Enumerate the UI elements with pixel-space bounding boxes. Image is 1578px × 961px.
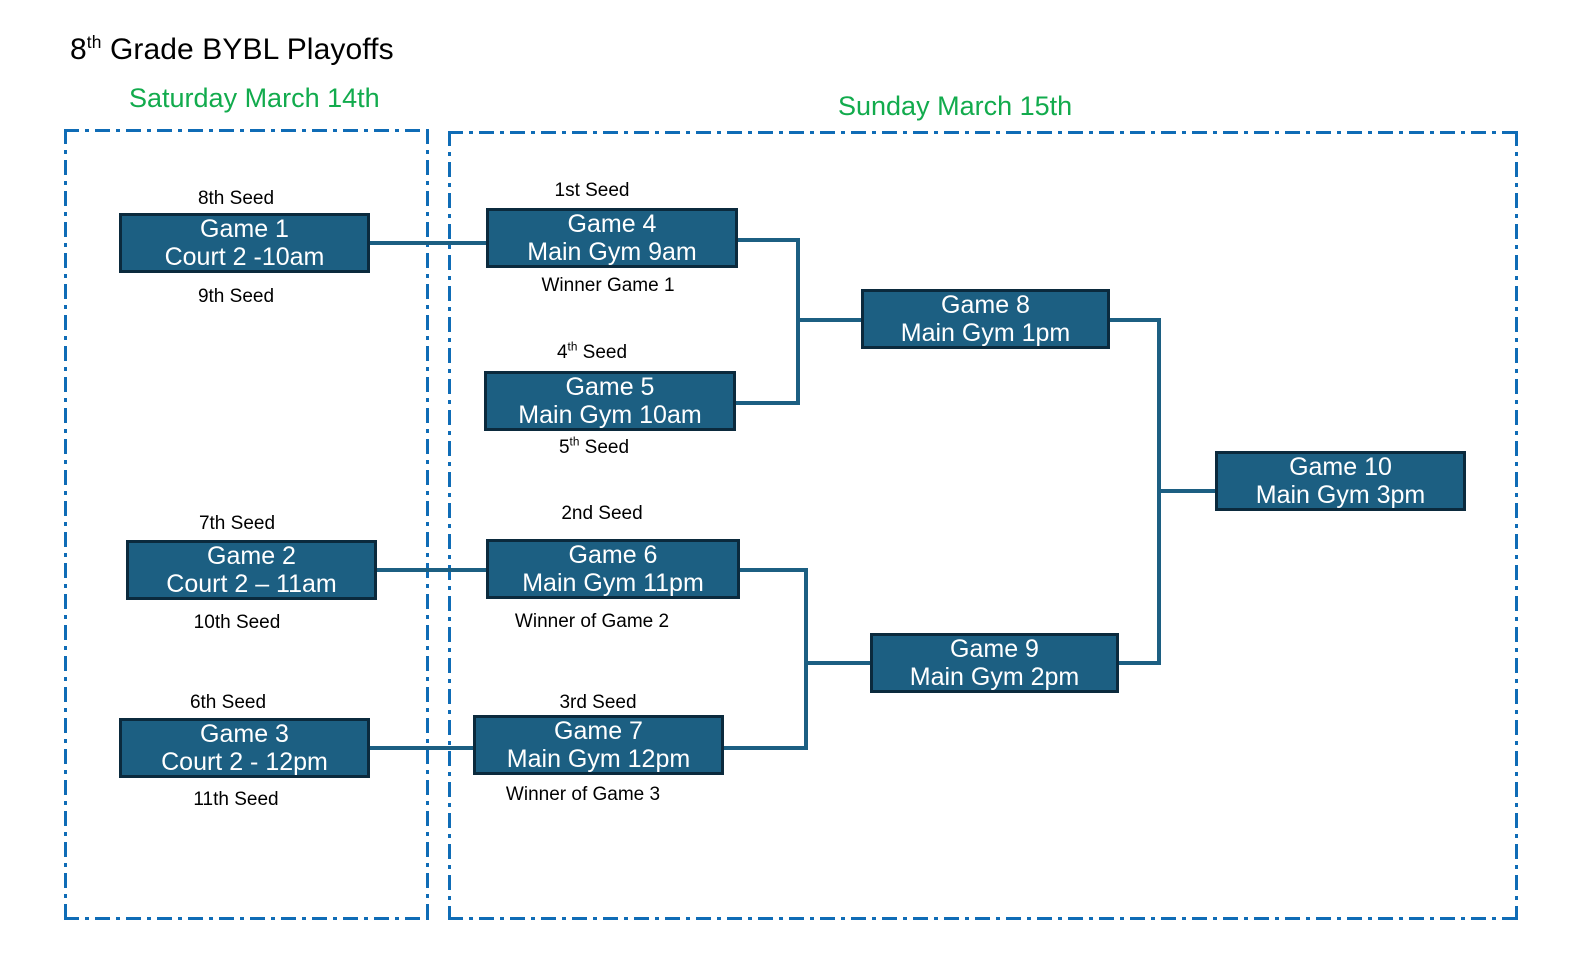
game-5-top-seed-rest: Seed [577, 342, 628, 363]
game-3-top-label: 6th Seed [189, 692, 267, 713]
day-header-sunday: Sunday March 15th [838, 91, 1073, 121]
game-4-where: Main Gym 9am [527, 238, 697, 266]
game-5-top-seed-ordinal: th [567, 340, 578, 354]
connector-game67-vertical [804, 568, 808, 750]
game-5-name: Game 5 [565, 373, 655, 401]
day-header-saturday: Saturday March 14th [129, 83, 380, 113]
game-box-game-2[interactable]: Game 2 Court 2 – 11am [126, 540, 377, 600]
game-5-bottom-seed-number: 5 [558, 437, 570, 458]
game-3-where: Court 2 - 12pm [161, 748, 328, 776]
game-1-top-label: 8th Seed [197, 188, 275, 209]
game-box-game-7[interactable]: Game 7 Main Gym 12pm [473, 715, 724, 775]
game-7-bottom-label: Winner of Game 3 [505, 784, 661, 805]
connector-game8-out [1109, 318, 1161, 322]
connector-game3-to-game7 [370, 746, 475, 750]
game-2-name: Game 2 [207, 542, 296, 570]
game-5-where: Main Gym 10am [518, 401, 702, 429]
game-9-name: Game 9 [950, 635, 1039, 663]
connector-game4-out [738, 238, 800, 242]
game-box-game-5[interactable]: Game 5 Main Gym 10am [484, 371, 736, 431]
game-box-game-8[interactable]: Game 8 Main Gym 1pm [861, 289, 1110, 349]
game-4-name: Game 4 [567, 210, 657, 238]
game-10-where: Main Gym 3pm [1255, 481, 1426, 509]
connector-game6-out [740, 568, 808, 572]
page-title: 8th Grade BYBL Playoffs [70, 33, 394, 67]
connector-game9-out [1119, 661, 1161, 665]
game-5-bottom-seed-ordinal: th [569, 435, 580, 449]
connector-game1-to-game4 [370, 241, 488, 245]
game-2-top-label: 7th Seed [198, 513, 276, 534]
game-7-where: Main Gym 12pm [506, 745, 691, 773]
game-1-where: Court 2 -10am [164, 243, 325, 271]
game-7-name: Game 7 [554, 717, 643, 745]
game-3-bottom-label: 11th Seed [193, 789, 279, 810]
game-2-where: Court 2 – 11am [166, 570, 337, 598]
game-3-name: Game 3 [200, 720, 289, 748]
game-5-bottom-label: 5th Seed [558, 435, 630, 459]
game-box-game-3[interactable]: Game 3 Court 2 - 12pm [119, 718, 370, 778]
connector-game7-out [724, 746, 808, 750]
page-title-rest: Grade BYBL Playoffs [101, 33, 394, 66]
connector-to-game8 [796, 318, 864, 322]
game-box-game-9[interactable]: Game 9 Main Gym 2pm [870, 633, 1119, 693]
game-6-name: Game 6 [568, 541, 658, 569]
game-8-where: Main Gym 1pm [900, 319, 1071, 347]
game-2-bottom-label: 10th Seed [193, 612, 281, 633]
game-box-game-1[interactable]: Game 1 Court 2 -10am [119, 213, 370, 273]
game-6-where: Main Gym 11pm [522, 569, 704, 597]
game-1-bottom-label: 9th Seed [197, 286, 275, 307]
game-5-top-seed-number: 4 [556, 342, 568, 363]
connector-game2-to-game6 [376, 568, 486, 572]
page-title-number: 8 [70, 33, 87, 66]
game-box-game-6[interactable]: Game 6 Main Gym 11pm [486, 539, 740, 599]
game-5-bottom-seed-rest: Seed [579, 437, 630, 458]
connector-to-game9 [804, 661, 874, 665]
game-4-bottom-label: Winner Game 1 [541, 275, 675, 296]
game-9-where: Main Gym 2pm [909, 663, 1080, 691]
game-7-top-label: 3rd Seed [559, 692, 637, 713]
page-title-ordinal: th [86, 32, 102, 52]
game-6-bottom-label: Winner of Game 2 [514, 611, 670, 632]
game-box-game-10[interactable]: Game 10 Main Gym 3pm [1215, 451, 1466, 511]
game-6-top-label: 2nd Seed [561, 503, 643, 524]
game-8-name: Game 8 [941, 291, 1030, 319]
game-box-game-4[interactable]: Game 4 Main Gym 9am [486, 208, 738, 268]
connector-game5-out [736, 401, 800, 405]
game-5-top-label: 4th Seed [556, 340, 628, 364]
game-4-top-label: 1st Seed [554, 180, 630, 201]
connector-to-game10 [1157, 489, 1217, 493]
game-1-name: Game 1 [200, 215, 289, 243]
game-10-name: Game 10 [1289, 453, 1392, 481]
